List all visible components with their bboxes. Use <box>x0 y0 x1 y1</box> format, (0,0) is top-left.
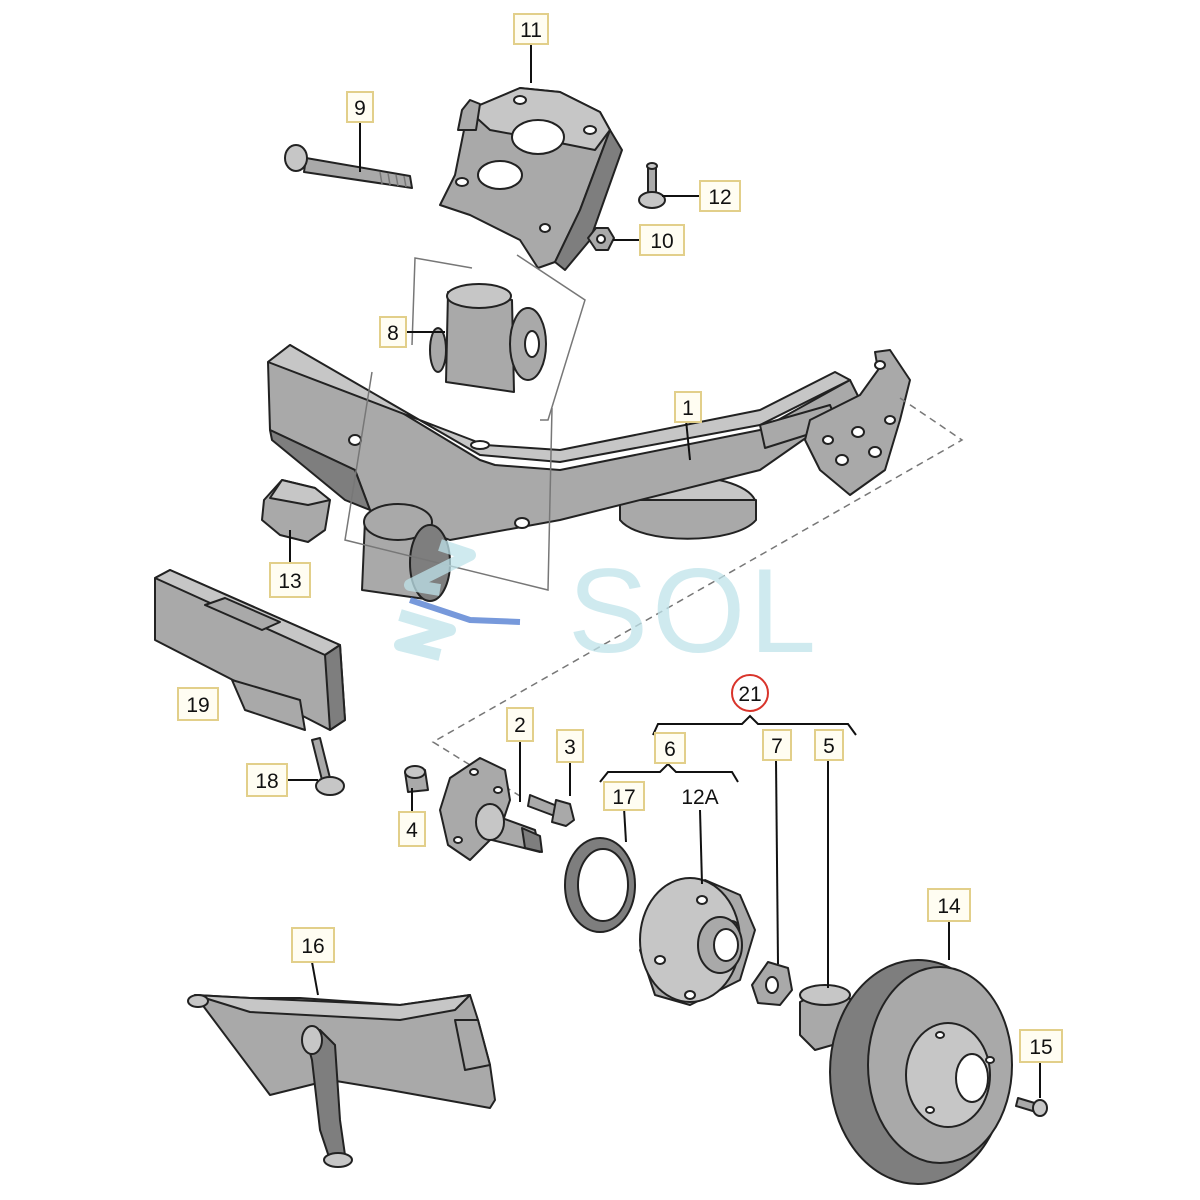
label-21: 21 <box>738 683 761 706</box>
part-16-cover <box>187 994 496 1168</box>
svg-text:2: 2 <box>514 714 526 737</box>
leader-lines <box>287 44 1041 1098</box>
label-12: 12 <box>699 180 741 212</box>
svg-text:5: 5 <box>823 735 835 758</box>
label-15: 15 <box>1019 1029 1063 1063</box>
svg-text:8: 8 <box>387 322 399 345</box>
part-10-nut <box>587 227 615 251</box>
svg-text:9: 9 <box>354 97 366 120</box>
svg-text:17: 17 <box>612 786 635 809</box>
label-8: 8 <box>379 316 407 348</box>
svg-text:6: 6 <box>664 738 676 761</box>
svg-text:13: 13 <box>278 570 301 593</box>
svg-text:12A: 12A <box>681 786 718 809</box>
label-13: 13 <box>269 562 311 598</box>
label-6: 6 <box>654 732 686 764</box>
label-9: 9 <box>346 91 374 123</box>
svg-text:15: 15 <box>1029 1036 1052 1059</box>
svg-text:14: 14 <box>937 895 961 918</box>
label-2: 2 <box>506 707 534 742</box>
part-2-stub-axle <box>439 757 543 861</box>
part-12-bolt <box>638 162 666 209</box>
label-14: 14 <box>927 888 971 922</box>
highlight-circle-21 <box>731 674 769 712</box>
part-1-axle-beam <box>267 344 911 602</box>
svg-text:19: 19 <box>186 694 209 717</box>
watermark-logo: SOL <box>394 539 820 678</box>
part-17-sensor-ring <box>564 837 636 933</box>
label-17: 17 <box>603 781 645 811</box>
part-19-block <box>154 569 346 731</box>
part-15-screw <box>1015 1097 1048 1117</box>
label-7: 7 <box>762 729 792 761</box>
part-14-brake-disc <box>829 959 1013 1185</box>
part-13-buffer <box>261 479 331 543</box>
label-3: 3 <box>556 729 584 763</box>
label-19: 19 <box>177 687 219 721</box>
part-11-bracket <box>439 87 623 271</box>
part-9-long-bolt <box>284 144 413 189</box>
svg-text:1: 1 <box>682 397 694 420</box>
svg-text:18: 18 <box>255 770 278 793</box>
part-3-bolt <box>527 794 575 827</box>
label-10: 10 <box>639 224 685 256</box>
part-7-hub-nut <box>751 961 793 1006</box>
svg-text:4: 4 <box>406 819 418 842</box>
label-12a: 12A <box>681 786 718 809</box>
svg-text:10: 10 <box>650 230 673 253</box>
watermark-text: SOL <box>568 544 820 678</box>
callout-labels: 11 9 12 10 8 1 13 19 2 3 4 18 6 7 5 17 1… <box>177 13 1063 1063</box>
label-5: 5 <box>814 729 844 761</box>
svg-text:11: 11 <box>520 19 542 42</box>
svg-text:21: 21 <box>738 683 761 706</box>
part-12a-wheel-hub <box>639 877 756 1006</box>
svg-text:16: 16 <box>301 935 324 958</box>
label-11: 11 <box>513 13 549 45</box>
label-18: 18 <box>246 763 288 797</box>
part-4-sleeve <box>404 765 429 793</box>
label-4: 4 <box>398 811 426 847</box>
svg-text:12: 12 <box>708 186 731 209</box>
label-16: 16 <box>291 927 335 963</box>
svg-text:3: 3 <box>564 736 576 759</box>
part-18-bolt <box>311 737 345 796</box>
label-1: 1 <box>674 391 702 423</box>
part-8-bushing <box>411 254 586 421</box>
svg-text:7: 7 <box>771 735 783 758</box>
